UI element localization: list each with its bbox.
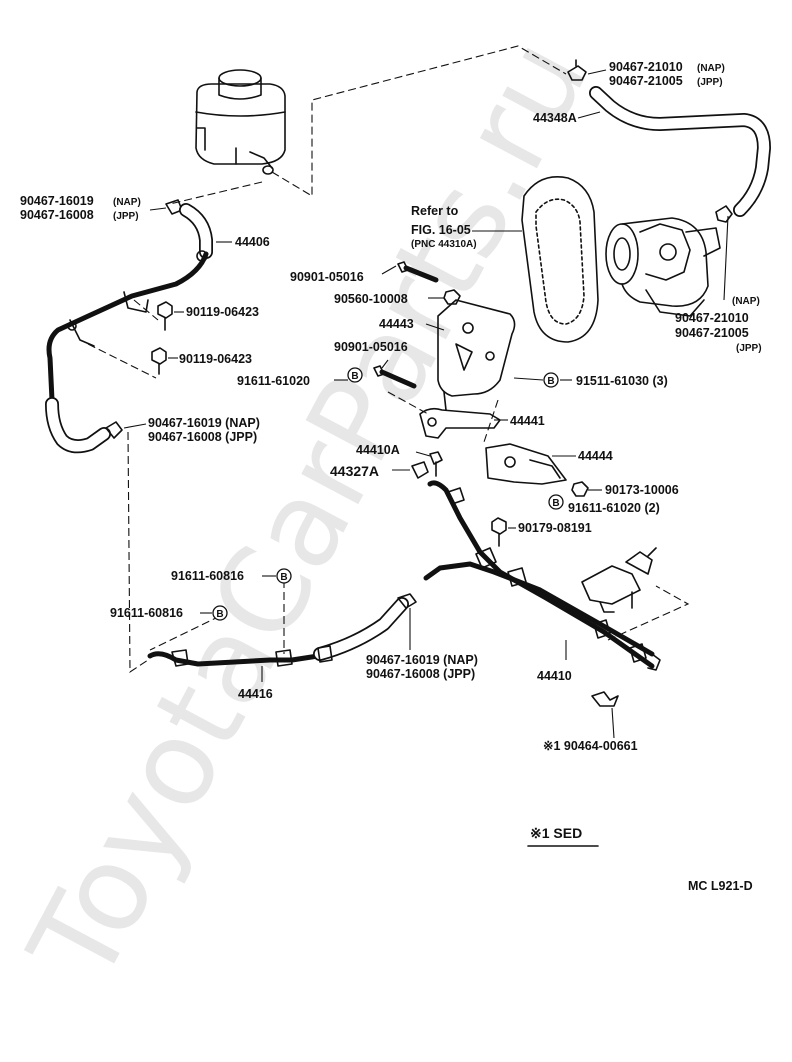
bracket-44444 <box>485 443 567 485</box>
clamp-bottom-icon <box>397 593 417 609</box>
footnote: ※1 SED <box>527 825 599 847</box>
label-90179-08191: 90179-08191 <box>518 521 592 535</box>
label-44443: 44443 <box>379 317 414 331</box>
label-nap-right: (NAP) <box>732 296 760 307</box>
label-90467-16008-a: 90467-16008 (JPP) <box>20 208 139 222</box>
clip-44327A-icon <box>411 461 429 479</box>
watermark: ToyotaCarParts.ru <box>2 17 614 1004</box>
svg-text:B: B <box>552 498 559 509</box>
hose-44348A <box>589 86 771 217</box>
bolt-symbol-91511-61030: B <box>543 372 559 388</box>
svg-text:(NAP): (NAP) <box>697 63 725 74</box>
steering-gear <box>581 547 657 613</box>
label-90467-16019-c: 90467-16019 (NAP) <box>366 653 478 667</box>
svg-text:(PNC 44310A): (PNC 44310A) <box>411 239 477 250</box>
bracket-44443 <box>437 299 516 411</box>
svg-text:Refer to: Refer to <box>411 204 459 218</box>
label-44410A: 44410A <box>356 443 400 457</box>
bolt-symbol-91611-61020-a: B <box>347 367 363 383</box>
tube-44410A-fitting <box>429 451 443 477</box>
bolt-symbol-91611-60816-b: B <box>212 605 228 621</box>
label-44441: 44441 <box>510 414 545 428</box>
label-90467-16019-b: 90467-16019 (NAP) <box>148 416 260 430</box>
svg-text:B: B <box>351 371 358 382</box>
bolt-90119-a-icon <box>157 301 173 331</box>
pressure-tube-44410 <box>423 480 661 671</box>
svg-text:90467-16008: 90467-16008 <box>20 208 94 222</box>
label-44327A: 44327A <box>330 463 379 479</box>
label-90173-10006: 90173-10006 <box>605 483 679 497</box>
return-tube <box>46 250 209 403</box>
svg-text:B: B <box>547 376 554 387</box>
label-44406: 44406 <box>235 235 270 249</box>
svg-text:90467-16019: 90467-16019 <box>20 194 94 208</box>
hose-lower-left <box>45 397 111 454</box>
label-90467-16008-b: 90467-16008 (JPP) <box>148 430 257 444</box>
bolt-symbol-91611-61020-b: B <box>548 494 564 510</box>
reservoir-tank <box>195 69 286 175</box>
svg-text:※1 SED: ※1 SED <box>530 825 582 841</box>
label-90901-05016-a: 90901-05016 <box>290 270 364 284</box>
bolt-symbol-91611-60816-a: B <box>276 568 292 584</box>
svg-text:(NAP): (NAP) <box>113 197 141 208</box>
label-90119-06423-b: 90119-06423 <box>179 352 252 366</box>
svg-text:B: B <box>216 609 223 620</box>
label-90901-05016-b: 90901-05016 <box>334 340 408 354</box>
label-91611-60816-a: 91611-60816 <box>171 569 244 583</box>
clamp-90464-icon <box>591 691 619 707</box>
svg-text:90467-21010: 90467-21010 <box>609 60 683 74</box>
svg-text:(JPP): (JPP) <box>697 77 723 88</box>
bolt-90119-b-icon <box>151 347 167 375</box>
label-44444: 44444 <box>578 449 613 463</box>
bolt-90901-b-icon <box>373 365 417 389</box>
label-44348A: 44348A <box>533 111 577 125</box>
clamp-right-icon <box>715 205 733 223</box>
drive-belt <box>521 176 599 343</box>
svg-text:FIG. 16-05: FIG. 16-05 <box>411 223 471 237</box>
label-90119-06423-a: 90119-06423 <box>186 305 259 319</box>
label-90467-21005-top: 90467-21005 (JPP) <box>609 74 723 88</box>
label-90467-21005-right: 90467-21005 <box>675 326 749 340</box>
label-91611-61020-a: 91611-61020 <box>237 374 310 388</box>
label-91611-61020-b: 91611-61020 (2) <box>568 501 660 515</box>
nut-90173-icon <box>571 481 589 497</box>
label-90467-16008-c: 90467-16008 (JPP) <box>366 667 475 681</box>
bolt-90179-icon <box>491 517 507 547</box>
label-jpp-right: (JPP) <box>736 343 762 354</box>
svg-text:B: B <box>280 572 287 583</box>
label-91511-61030: 91511-61030 (3) <box>576 374 668 388</box>
label-91611-60816-b: 91611-60816 <box>110 606 183 620</box>
label-90467-21010-top: 90467-21010 (NAP) <box>609 60 725 74</box>
label-44416: 44416 <box>238 687 273 701</box>
figure-code: MC L921-D <box>688 879 753 893</box>
label-90560-10008: 90560-10008 <box>334 292 408 306</box>
svg-text:90467-21005: 90467-21005 <box>609 74 683 88</box>
hose-44416 <box>147 597 409 667</box>
refer-note: Refer to FIG. 16-05 (PNC 44310A) <box>411 204 477 250</box>
label-44410: 44410 <box>537 669 572 683</box>
svg-text:(JPP): (JPP) <box>113 211 139 222</box>
bolt-90901-a-icon <box>397 261 439 283</box>
bracket-44441 <box>419 407 501 439</box>
label-90464-00661: ※1 90464-00661 <box>543 739 638 753</box>
label-90467-21010-right: 90467-21010 <box>675 311 749 325</box>
hose-44406 <box>179 203 213 259</box>
label-90467-16019-a: 90467-16019 (NAP) <box>20 194 141 208</box>
clamp-top-icon <box>567 59 587 81</box>
power-steering-pump <box>605 217 721 317</box>
clamp-left-bottom-icon <box>105 421 123 439</box>
